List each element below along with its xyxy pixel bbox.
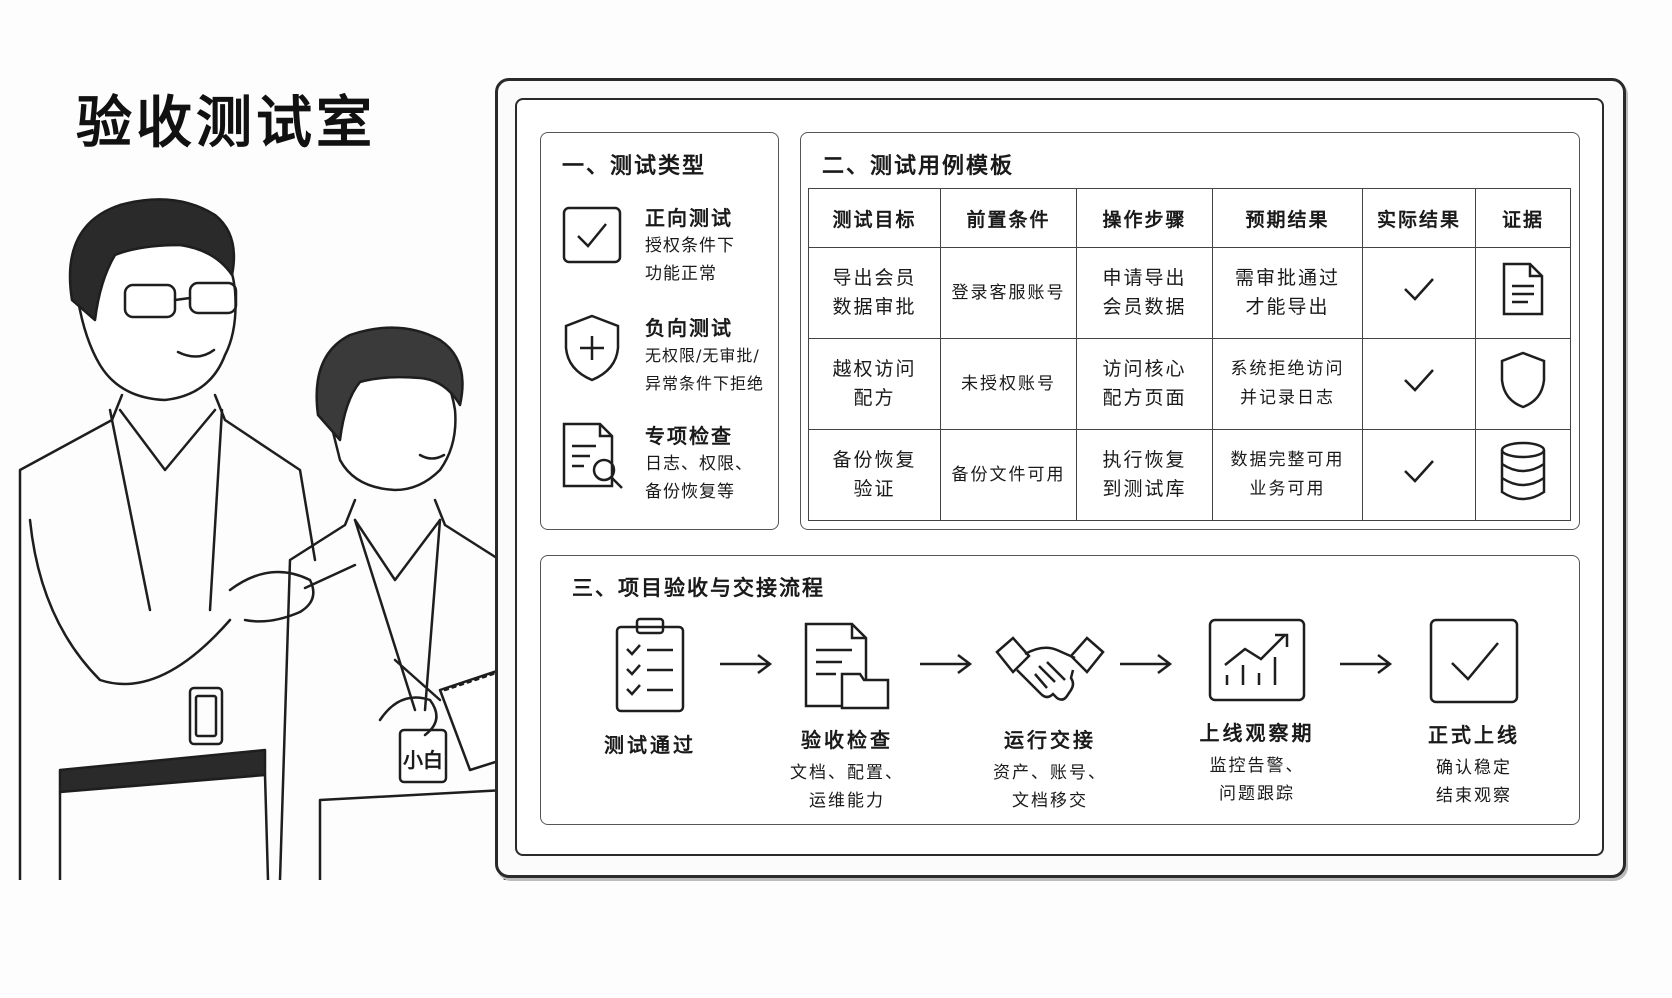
- header-steps: 操作步骤: [1076, 188, 1213, 248]
- check-icon: [1404, 277, 1434, 301]
- flow-arrow-icon: [720, 654, 773, 674]
- section3-title: 三、项目验收与交接流程: [572, 576, 825, 600]
- section1-title: 一、测试类型: [562, 154, 707, 179]
- table-row: 备份恢复验证 备份文件可用 执行恢复到测试库 数据完整可用业务可用: [808, 429, 1571, 521]
- test-types-panel: [540, 132, 779, 530]
- table-row: 导出会员数据审批 登录客服账号 申请导出会员数据 需审批通过才能导出: [808, 247, 1571, 339]
- shield-plus-icon: [564, 314, 620, 382]
- table-header-row: 测试目标 前置条件 操作步骤 预期结果 实际结果 证据: [808, 188, 1571, 248]
- flow-arrow-icon: [1340, 654, 1393, 674]
- check-icon: [1404, 368, 1434, 392]
- name-badge: 小白: [403, 748, 443, 772]
- test-type-positive: 正向测试 授权条件下功能正常: [560, 202, 770, 302]
- flow-step-go-live: 正式上线 确认稳定结束观察: [1379, 617, 1569, 810]
- flow-arrow-icon: [920, 654, 973, 674]
- flow-arrow-icon: [1120, 654, 1173, 674]
- document-icon: [1502, 262, 1544, 315]
- clipboard-checklist-icon: [615, 617, 685, 713]
- test-type-negative: 负向测试 无权限/无审批/异常条件下拒绝: [560, 312, 770, 412]
- header-expected: 预期结果: [1212, 188, 1363, 248]
- check-icon: [1404, 459, 1434, 483]
- handshake-icon: [995, 636, 1105, 701]
- teacher-figure: [18, 198, 357, 880]
- document-search-icon: [562, 422, 623, 489]
- document-folder-icon: [804, 622, 890, 710]
- flow-step-test-passed: 测试通过: [555, 615, 745, 758]
- chart-monitor-icon: [1208, 618, 1306, 702]
- checkbox-icon: [562, 206, 622, 264]
- page-title: 验收测试室: [76, 90, 376, 156]
- flow-step-acceptance-check: 验收检查 文档、配置、运维能力: [752, 620, 942, 815]
- header-precondition: 前置条件: [940, 188, 1077, 248]
- database-icon: [1500, 441, 1546, 500]
- flow-step-handover: 运行交接 资产、账号、文档移交: [955, 630, 1145, 815]
- header-evidence: 证据: [1475, 188, 1571, 248]
- header-actual: 实际结果: [1362, 188, 1476, 248]
- flow-step-observation: 上线观察期 监控告警、问题跟踪: [1162, 617, 1352, 808]
- acceptance-flow-panel: [540, 555, 1580, 825]
- test-type-special: 专项检查 日志、权限、备份恢复等: [560, 420, 770, 520]
- illustration-people: [18, 198, 560, 880]
- header-goal: 测试目标: [808, 188, 941, 248]
- test-case-table: 测试目标 前置条件 操作步骤 预期结果 实际结果 证据 导出会员数据审批 登录客…: [808, 188, 1571, 521]
- table-row: 越权访问配方 未授权账号 访问核心配方页面 系统拒绝访问并记录日志: [808, 338, 1571, 430]
- section2-title: 二、测试用例模板: [822, 154, 1015, 179]
- shield-icon: [1500, 351, 1546, 408]
- checkbox-icon: [1429, 618, 1519, 704]
